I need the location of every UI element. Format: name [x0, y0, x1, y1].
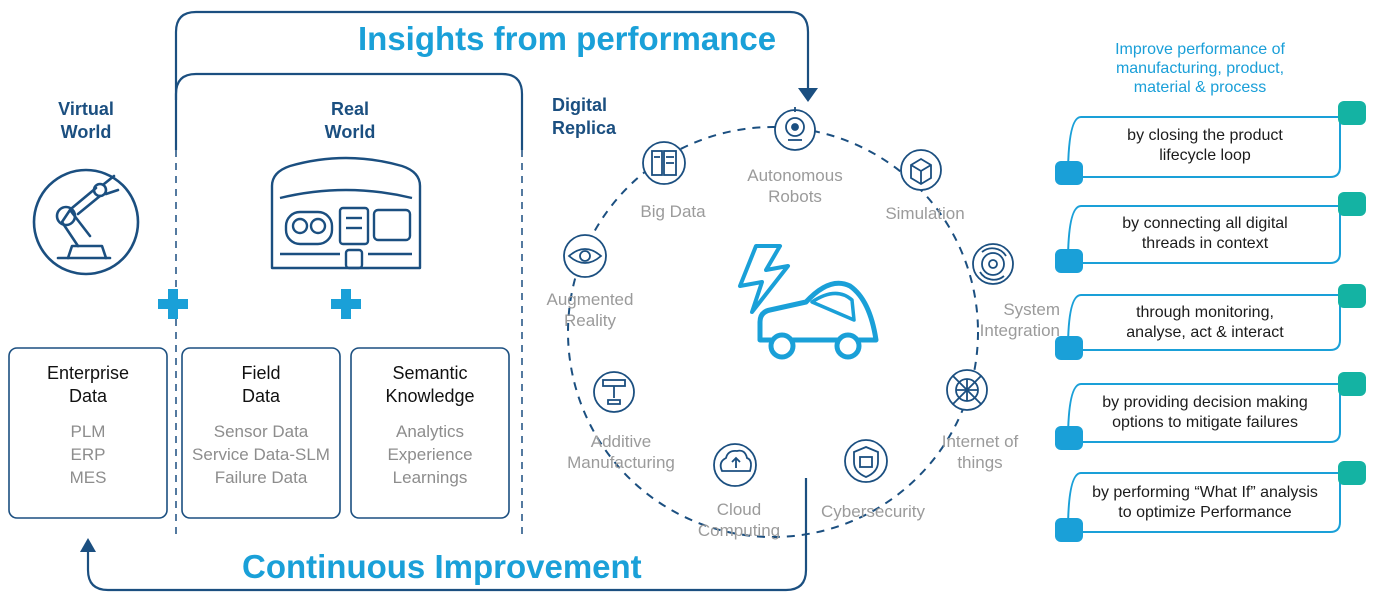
- continuous-improvement-outline: [86, 478, 808, 592]
- enterprise-data-items: PLM ERP MES: [69, 422, 107, 488]
- field-data-items: Sensor Data Service Data-SLM Failure Dat…: [192, 422, 330, 488]
- enterprise-data-box: [8, 347, 168, 519]
- server-rack-icon: [642, 141, 686, 185]
- digital-replica-label: Digital Replica: [552, 95, 617, 139]
- real-world-label: Real World: [324, 99, 376, 143]
- enterprise-data-title: Enterprise Data: [46, 363, 130, 407]
- right-item-4: by providing decision making options to …: [1102, 394, 1308, 431]
- insights-banner-title: Insights from performance: [358, 20, 777, 57]
- right-item-3: through monitoring, analyse, act & inter…: [1126, 304, 1284, 341]
- insights-arrow-head: [798, 88, 818, 102]
- cloud-upload-icon: [713, 443, 757, 487]
- robot-head-icon: [774, 107, 816, 151]
- car-dashboard-icon: [270, 156, 422, 270]
- virtual-world-label: Virtual World: [58, 99, 114, 143]
- shield-icon: [844, 439, 888, 483]
- right-box-outline: [1066, 205, 1341, 264]
- technology-ring: [567, 126, 979, 538]
- semantic-knowledge-title: Semantic Knowledge: [385, 363, 475, 407]
- eye-icon: [563, 234, 607, 278]
- field-data-box: [181, 347, 341, 519]
- internet-of-things-label: Internet of things: [941, 432, 1019, 472]
- right-intro-text: Improve performance of manufacturing, pr…: [1115, 41, 1285, 97]
- simulation-label: Simulation: [885, 204, 965, 223]
- right-item-1: by closing the product lifecycle loop: [1127, 127, 1283, 164]
- 3d-printer-icon: [593, 371, 635, 413]
- real-world-frame: [174, 72, 524, 150]
- continuous-improvement-title: Continuous Improvement: [242, 548, 642, 585]
- augmented-reality-label: Augmented Reality: [546, 290, 634, 330]
- right-box-outline: [1066, 294, 1341, 351]
- autonomous-robots-label: Autonomous Robots: [747, 166, 843, 206]
- system-integration-label: System Integration: [979, 300, 1060, 340]
- right-item-5: by performing “What If” analysis to opti…: [1092, 484, 1318, 521]
- big-data-label: Big Data: [640, 202, 706, 221]
- cubes-icon: [900, 149, 942, 191]
- right-box-outline: [1066, 383, 1341, 443]
- plus-icon: [331, 289, 361, 319]
- semantic-knowledge-items: Analytics Experience Learnings: [387, 422, 473, 488]
- additive-manufacturing-label: Additive Manufacturing: [567, 432, 675, 472]
- insights-banner-outline: [174, 10, 810, 100]
- blue-corner-tabs: [1055, 161, 1083, 542]
- network-globe-icon: [946, 369, 988, 411]
- right-box-outline: [1066, 472, 1341, 533]
- field-data-title: Field Data: [241, 363, 281, 407]
- right-box-outline: [1066, 116, 1341, 178]
- semantic-knowledge-box: [350, 347, 510, 519]
- cloud-computing-label: Cloud Computing: [697, 500, 781, 540]
- electric-car-icon: [738, 244, 879, 360]
- plus-icon: [158, 289, 188, 319]
- teal-corner-tabs: [1338, 101, 1366, 485]
- cybersecurity-label: Cybersecurity: [821, 502, 925, 521]
- right-item-2: by connecting all digital threads in con…: [1122, 215, 1288, 252]
- robot-arm-icon: [32, 168, 140, 276]
- gear-cycle-icon: [972, 243, 1014, 285]
- right-list: [1066, 116, 1341, 533]
- continuous-arrow-head: [80, 538, 96, 552]
